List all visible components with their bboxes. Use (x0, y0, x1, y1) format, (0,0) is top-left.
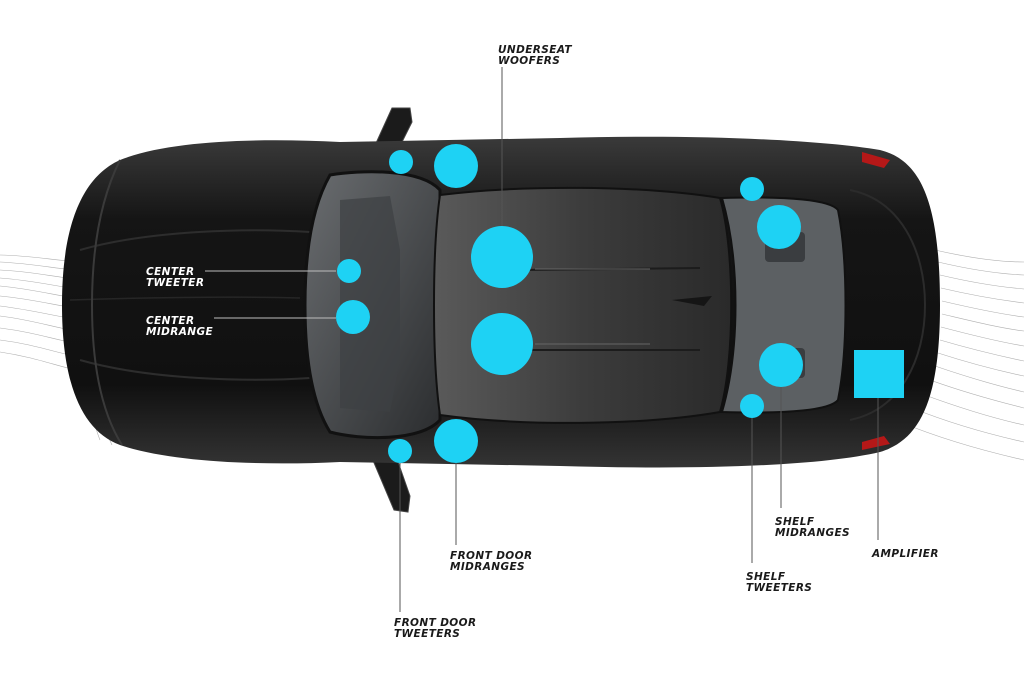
label-line: AMPLIFIER (872, 548, 939, 560)
label-line: CENTER (146, 266, 195, 278)
label-line: WOOFERS (498, 55, 561, 67)
label-center-tweeter: CENTER TWEETER (146, 267, 204, 289)
front-right-tweeter (388, 439, 412, 463)
label-front-door-midranges: FRONT DOOR MIDRANGES (450, 551, 532, 573)
right-mirror (371, 455, 411, 513)
label-line: MIDRANGE (146, 326, 214, 338)
label-line: SHELF (746, 571, 786, 583)
center-tweeter (337, 259, 361, 283)
shelf-midrange-right (759, 343, 803, 387)
label-amplifier: AMPLIFIER (872, 549, 939, 560)
rear-window (720, 196, 847, 414)
label-underseat-woofers: UNDERSEAT WOOFERS (498, 45, 572, 67)
label-shelf-midranges: SHELF MIDRANGES (775, 517, 850, 539)
label-center-midrange: CENTER MIDRANGE (146, 316, 213, 338)
underseat-woofer-right (471, 313, 533, 375)
label-line: FRONT DOOR (450, 550, 533, 562)
front-left-tweeter (389, 150, 413, 174)
label-shelf-tweeters: SHELF TWEETERS (746, 572, 812, 594)
shelf-tweeter-right (740, 394, 764, 418)
label-front-door-tweeters: FRONT DOOR TWEETERS (394, 618, 476, 640)
label-line: MIDRANGES (775, 527, 851, 539)
label-line: SHELF (775, 516, 815, 528)
speakers (336, 144, 904, 463)
label-line: TWEETERS (746, 582, 813, 594)
label-line: FRONT DOOR (394, 617, 477, 629)
leader-lines (205, 67, 879, 612)
label-line: CENTER (146, 315, 195, 327)
roof (433, 186, 733, 424)
front-left-midrange (434, 144, 478, 188)
underseat-woofer-left (471, 226, 533, 288)
label-line: TWEETER (146, 277, 205, 289)
front-right-midrange (434, 419, 478, 463)
label-line: MIDRANGES (450, 561, 526, 573)
center-midrange (336, 300, 370, 334)
shelf-midrange-left (757, 205, 801, 249)
amplifier-unit (854, 350, 904, 398)
label-line: TWEETERS (394, 628, 461, 640)
label-line: UNDERSEAT (498, 44, 572, 56)
shelf-tweeter-left (740, 177, 764, 201)
car-top-view (62, 107, 940, 513)
